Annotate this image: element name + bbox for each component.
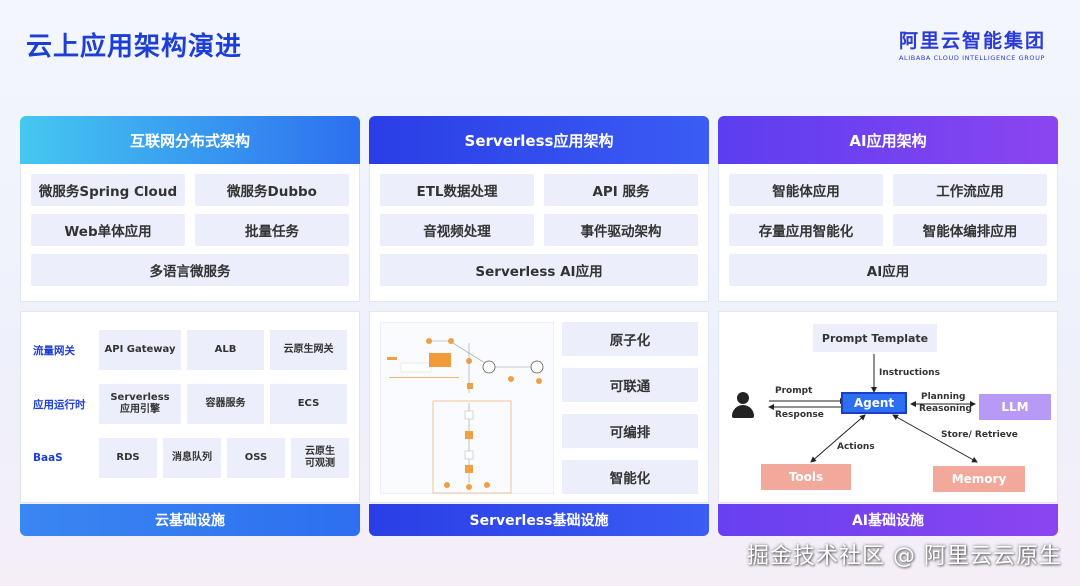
watermark: 掘金技术社区 @ 阿里云云原生	[747, 544, 1062, 569]
column-distributed: 互联网分布式架构 微服务Spring Cloud 微服务Dubbo Web单体应…	[20, 116, 360, 536]
app-type-item: 多语言微服务	[31, 254, 349, 286]
infra-panel: 流量网关 API Gateway ALB 云原生网关 应用运行时 Serverl…	[20, 311, 360, 503]
app-types-panel: 智能体应用 工作流应用 存量应用智能化 智能体编排应用 AI应用	[718, 164, 1058, 302]
alibaba-cloud-logo: 阿里云智能集团 ALIBABA CLOUD INTELLIGENCE GROUP	[899, 26, 1046, 62]
tools-box: Tools	[761, 464, 851, 490]
instructions-label: Instructions	[879, 368, 940, 378]
actions-label: Actions	[837, 442, 875, 452]
infra-panel: 原子化 可联通 可编排 智能化	[369, 311, 709, 503]
memory-box: Memory	[933, 466, 1025, 492]
infra-cell: RDS	[99, 438, 157, 478]
app-type-item: 工作流应用	[893, 174, 1047, 206]
workflow-graph-image	[387, 338, 544, 494]
app-type-item: 存量应用智能化	[729, 214, 883, 246]
serverless-trait: 原子化	[562, 322, 698, 356]
column-header: Serverless应用架构	[369, 116, 709, 164]
column-footer: Serverless基础设施	[369, 504, 709, 536]
app-type-item: AI应用	[729, 254, 1047, 286]
store-retrieve-label: Store/ Retrieve	[941, 430, 1018, 440]
infra-row: 流量网关 API Gateway ALB 云原生网关	[21, 330, 361, 370]
infra-cell: API Gateway	[99, 330, 181, 370]
serverless-trait: 智能化	[562, 460, 698, 494]
infra-cell: 容器服务	[187, 384, 264, 424]
infra-row: BaaS RDS 消息队列 OSS 云原生 可观测	[21, 438, 361, 478]
response-label: Response	[775, 410, 824, 420]
app-type-item: 智能体编排应用	[893, 214, 1047, 246]
infra-row: 应用运行时 Serverless 应用引擎 容器服务 ECS	[21, 384, 361, 424]
infra-cell: 消息队列	[163, 438, 221, 478]
column-footer: 云基础设施	[20, 504, 360, 536]
column-ai: AI应用架构 智能体应用 工作流应用 存量应用智能化 智能体编排应用 AI应用 …	[718, 116, 1058, 536]
planning-label: Planning	[921, 392, 966, 402]
logo-en: ALIBABA CLOUD INTELLIGENCE GROUP	[898, 54, 1046, 62]
workflow-thumbnail	[380, 322, 554, 494]
user-icon	[729, 390, 757, 420]
serverless-trait: 可编排	[562, 414, 698, 448]
app-type-item: ETL数据处理	[380, 174, 534, 206]
column-header: 互联网分布式架构	[20, 116, 360, 164]
infra-cell: 云原生 可观测	[291, 438, 349, 478]
app-type-item: Web单体应用	[31, 214, 185, 246]
infra-cell: ALB	[187, 330, 264, 370]
infra-cell: ECS	[270, 384, 347, 424]
page-title: 云上应用架构演进	[26, 32, 243, 62]
agent-diagram-connectors	[768, 354, 978, 463]
llm-box: LLM	[979, 394, 1051, 420]
app-type-item: 音视频处理	[380, 214, 534, 246]
serverless-trait: 可联通	[562, 368, 698, 402]
prompt-template-box: Prompt Template	[813, 324, 937, 352]
infra-row-label: 流量网关	[33, 344, 75, 357]
column-footer: AI基础设施	[718, 504, 1058, 536]
app-type-item: Serverless AI应用	[380, 254, 698, 286]
app-type-item: 微服务Spring Cloud	[31, 174, 185, 206]
column-serverless: Serverless应用架构 ETL数据处理 API 服务 音视频处理 事件驱动…	[369, 116, 709, 536]
agent-diagram-panel: Prompt Template Instructions Prompt Resp…	[718, 311, 1058, 503]
agent-box: Agent	[841, 392, 907, 414]
app-types-panel: 微服务Spring Cloud 微服务Dubbo Web单体应用 批量任务 多语…	[20, 164, 360, 302]
reasoning-label: Reasoning	[919, 404, 972, 414]
infra-cell: 云原生网关	[270, 330, 347, 370]
column-header: AI应用架构	[718, 116, 1058, 164]
infra-row-label: 应用运行时	[33, 398, 86, 411]
logo-cn: 阿里云智能集团	[898, 30, 1046, 52]
prompt-label: Prompt	[775, 386, 813, 396]
app-type-item: API 服务	[544, 174, 698, 206]
app-type-item: 智能体应用	[729, 174, 883, 206]
infra-row-label: BaaS	[33, 452, 63, 464]
app-type-item: 微服务Dubbo	[195, 174, 349, 206]
app-types-panel: ETL数据处理 API 服务 音视频处理 事件驱动架构 Serverless A…	[369, 164, 709, 302]
app-type-item: 事件驱动架构	[544, 214, 698, 246]
infra-cell: OSS	[227, 438, 285, 478]
app-type-item: 批量任务	[195, 214, 349, 246]
infra-cell: Serverless 应用引擎	[99, 384, 181, 424]
